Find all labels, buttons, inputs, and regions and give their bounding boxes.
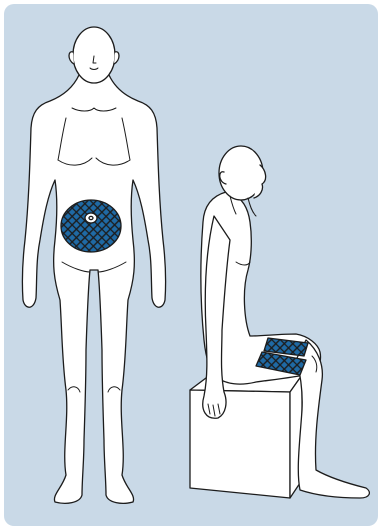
seated-figure: [190, 146, 369, 498]
abdomen-highlight: [61, 200, 121, 252]
standing-figure: [22, 27, 165, 503]
